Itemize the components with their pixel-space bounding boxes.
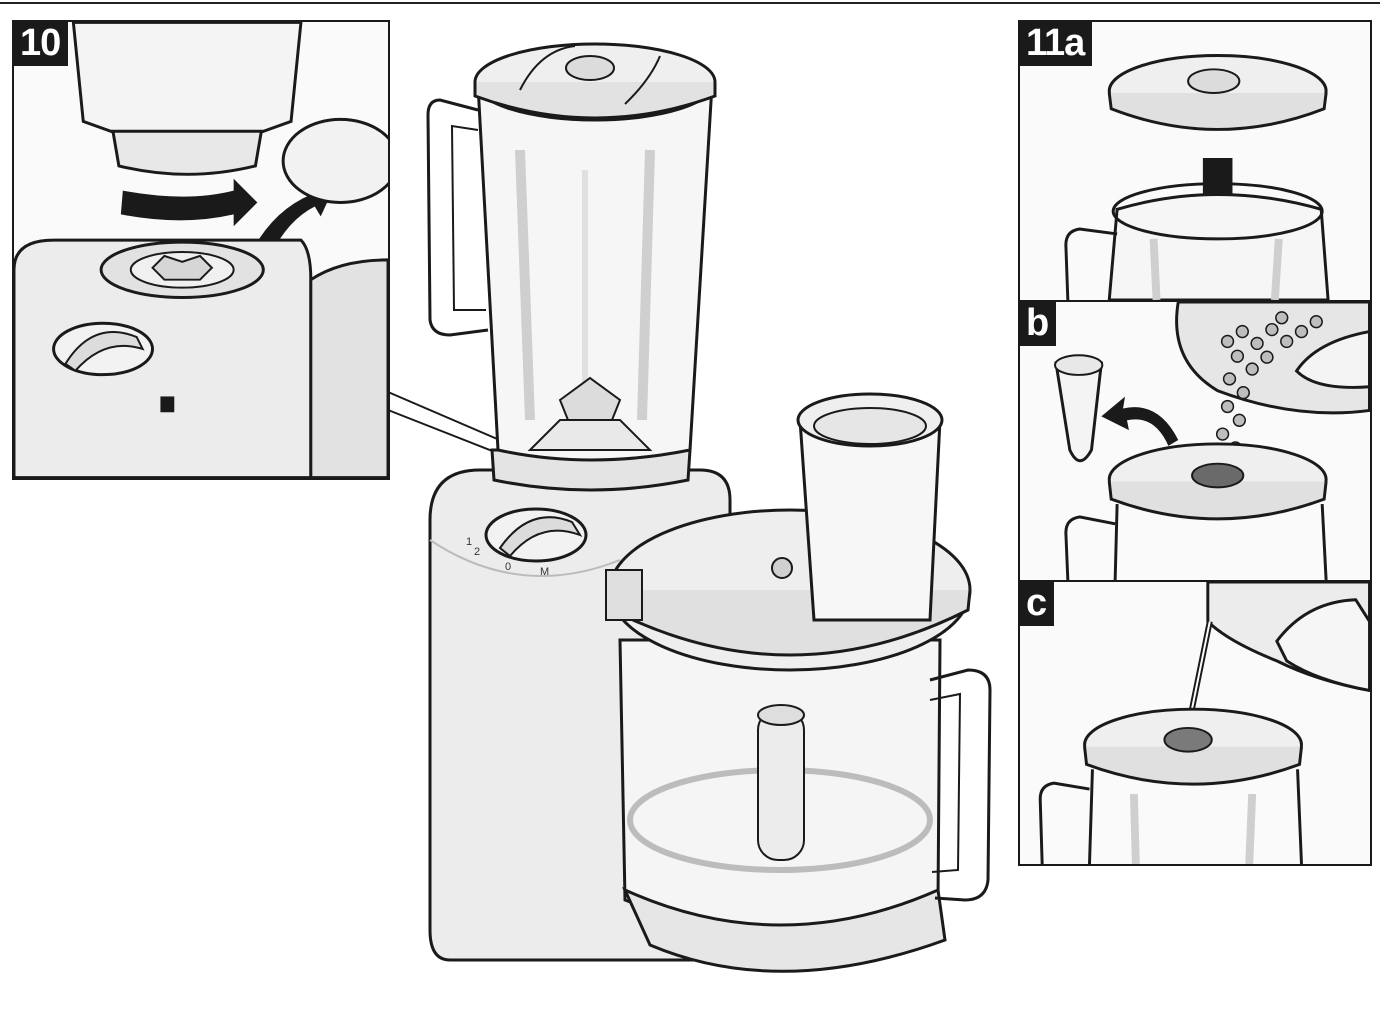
blender-jug (426, 42, 717, 492)
panel-step-11b: b (1018, 300, 1372, 582)
rotate-arrow-icon (120, 178, 258, 227)
step-11a-label: 11a (1020, 22, 1093, 66)
panel-10-illustration (14, 22, 388, 478)
dial-mark-m: M (540, 566, 549, 578)
lid-insert (1054, 361, 1104, 463)
panel-11c-illustration (1038, 582, 1370, 864)
remove-arrow-icon (1101, 396, 1179, 446)
panel-step-11a: 11a (1018, 20, 1372, 302)
panel-11b-illustration (1054, 302, 1370, 580)
step-11b-label: b (1020, 302, 1057, 346)
panel-step-11c: c (1018, 580, 1372, 866)
step-10-label: 10 (14, 22, 69, 66)
drive-cover-cap (281, 117, 388, 204)
dial-mark-2: 2 (474, 546, 480, 558)
top-rule (0, 2, 1380, 4)
dial-mark-0: 0 (505, 561, 511, 573)
panel-step-10: 10 (12, 20, 390, 480)
processor-bowl (605, 392, 992, 973)
dial-mark-1: 1 (466, 536, 472, 548)
step-11c-label: c (1020, 582, 1055, 626)
hand (1275, 598, 1370, 693)
speed-dial: 1 2 0 M (466, 507, 588, 578)
hand (1294, 329, 1370, 389)
panel-11a-illustration (1064, 54, 1330, 300)
